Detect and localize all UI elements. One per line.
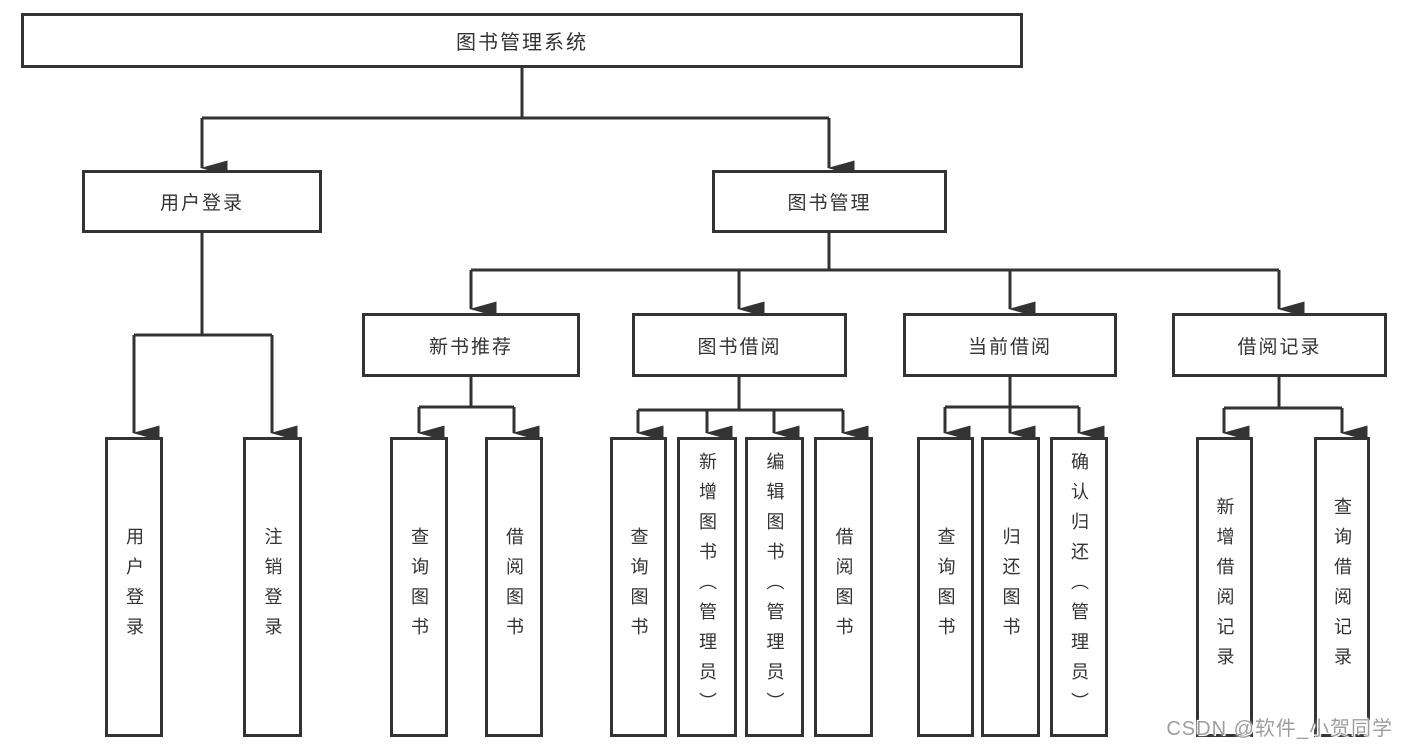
leaf-query-books-1: 查询图书 — [390, 437, 448, 737]
connector-current-borrow — [945, 377, 1079, 409]
node-book-borrow: 图书借阅 — [632, 313, 847, 377]
leaf-query-borrow-record-label: 查询借阅记录 — [1332, 497, 1352, 677]
leaf-return-books-label: 归还图书 — [1000, 527, 1021, 647]
leaf-edit-book-admin: 编辑图书（管理员） — [745, 437, 804, 737]
leaf-edit-book-admin-label: 编辑图书（管理员） — [764, 452, 785, 722]
leaf-add-book-admin: 新增图书（管理员） — [677, 437, 737, 737]
node-library-system-label: 图书管理系统 — [456, 32, 588, 54]
node-new-book-recommend: 新书推荐 — [362, 313, 580, 377]
leaf-user-login-label: 用户登录 — [124, 527, 144, 647]
connector-book-management — [471, 233, 1279, 272]
leaf-borrow-books-1-label: 借阅图书 — [504, 527, 524, 647]
connector-user-login — [134, 233, 272, 337]
leaf-logout: 注销登录 — [243, 437, 302, 737]
node-new-book-recommend-label: 新书推荐 — [428, 336, 513, 358]
node-book-borrow-label: 图书借阅 — [697, 336, 782, 358]
connector-borrow-records — [1224, 377, 1342, 410]
leaf-logout-label: 注销登录 — [262, 527, 283, 647]
leaf-borrow-books-2: 借阅图书 — [814, 437, 873, 737]
node-current-borrow: 当前借阅 — [903, 313, 1117, 377]
leaf-query-books-3: 查询图书 — [917, 437, 974, 737]
connector-root — [202, 68, 829, 120]
leaf-add-borrow-record: 新增借阅记录 — [1196, 437, 1253, 737]
connector-new-book-recommend — [419, 377, 514, 409]
node-current-borrow-label: 当前借阅 — [967, 336, 1052, 358]
leaf-borrow-books-1: 借阅图书 — [485, 437, 543, 737]
leaf-query-books-2-label: 查询图书 — [628, 527, 649, 647]
leaf-query-borrow-record: 查询借阅记录 — [1314, 437, 1370, 737]
node-borrow-records: 借阅记录 — [1172, 313, 1387, 377]
node-user-login-label: 用户登录 — [159, 193, 244, 214]
leaf-query-books-2: 查询图书 — [610, 437, 667, 737]
node-library-system: 图书管理系统 — [21, 13, 1023, 68]
leaf-user-login: 用户登录 — [105, 437, 163, 737]
leaf-confirm-return-admin-label: 确认归还（管理员） — [1069, 452, 1089, 722]
connector-book-borrow — [638, 377, 843, 412]
node-book-management-label: 图书管理 — [787, 193, 872, 214]
csdn-watermark: CSDN @软件_小贺同学 — [1166, 718, 1393, 740]
node-borrow-records-label: 借阅记录 — [1237, 336, 1322, 358]
connector-group — [132, 68, 1368, 441]
leaf-query-books-3-label: 查询图书 — [935, 527, 956, 647]
leaf-add-borrow-record-label: 新增借阅记录 — [1214, 497, 1235, 677]
leaf-return-books: 归还图书 — [981, 437, 1040, 737]
node-book-management: 图书管理 — [712, 170, 947, 233]
leaf-confirm-return-admin: 确认归还（管理员） — [1050, 437, 1108, 737]
node-user-login: 用户登录 — [82, 170, 322, 233]
leaf-add-book-admin-label: 新增图书（管理员） — [697, 452, 717, 722]
leaf-query-books-1-label: 查询图书 — [409, 527, 429, 647]
leaf-borrow-books-2-label: 借阅图书 — [833, 527, 854, 647]
